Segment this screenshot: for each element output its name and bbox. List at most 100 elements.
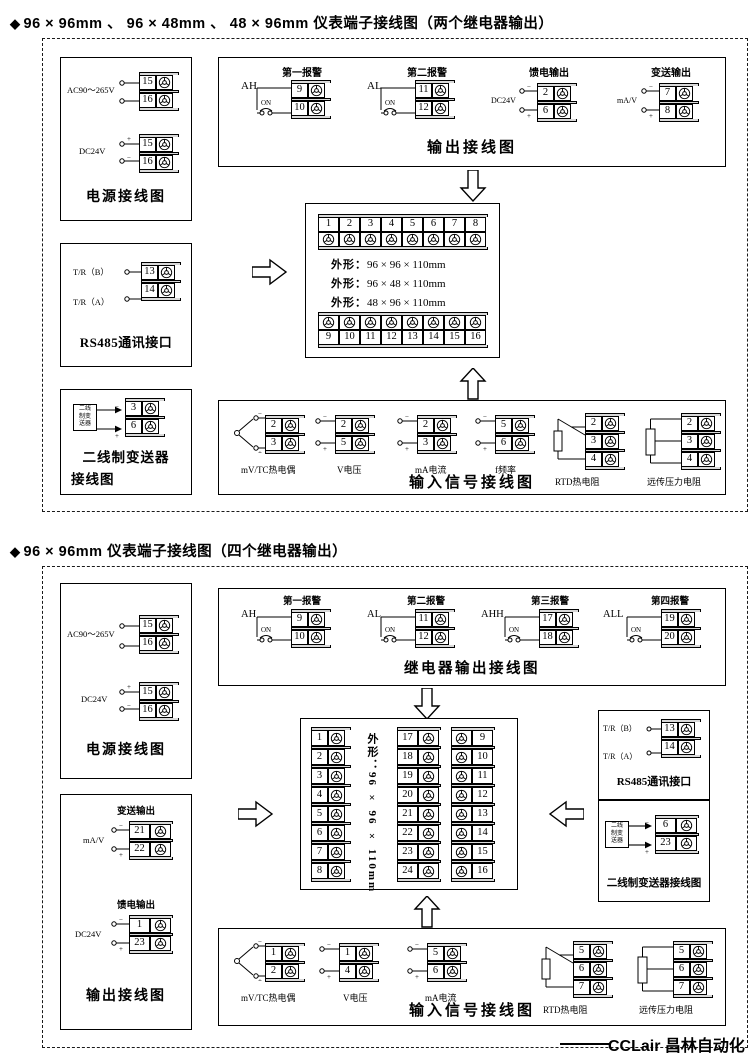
screw-icon: [698, 416, 715, 431]
terminal-number: 14: [141, 283, 158, 298]
screw-icon: [318, 315, 339, 330]
section-2-title: ◆96 × 96mm 仪表端子接线图（四个继电器输出）: [10, 544, 348, 560]
screw-icon: [465, 232, 486, 247]
footer-rule: [560, 1043, 610, 1045]
terminal-number: 6: [423, 217, 444, 232]
terminal-number: 3: [681, 434, 698, 449]
s2-in-rtd-terminals: 5 6 7: [573, 941, 613, 998]
terminal-number: 6: [427, 964, 444, 979]
twowire-line-1: 二线: [78, 406, 91, 412]
s1-dimension-row-2: 外形：48 × 96 × 110mm: [331, 294, 446, 310]
section-2-frame: [42, 566, 748, 1048]
s2-rs485-terminals: 13 14: [661, 719, 701, 758]
s1-out-g0-terminals: 9 10: [291, 80, 331, 119]
s2-in-pressure-terminals: 5 6 7: [673, 941, 713, 998]
terminal-number: 10: [472, 749, 493, 765]
svg-text:ON: ON: [261, 99, 271, 107]
screw-icon: [451, 749, 472, 765]
screw-icon: [432, 612, 449, 627]
dim-value: 48 × 96 × 110mm: [367, 297, 446, 309]
terminal-number: 10: [291, 101, 308, 116]
s1-rs485-terminals: 13 14: [141, 262, 181, 301]
screw-icon: [698, 452, 715, 467]
s2-power-dc-terminals: 15 16: [139, 682, 179, 721]
svg-text:+: +: [527, 112, 531, 118]
s2-dc-wires: + −: [119, 684, 139, 712]
s2-relay-g3-contact: ON: [626, 616, 663, 643]
terminal-number: 1: [339, 946, 356, 961]
svg-text:+: +: [258, 977, 262, 981]
s2-rs485-panel: T/R（B） T/R（A） 13 14 RS485通讯接口: [598, 710, 710, 800]
s2-out-supply-label: DC24V: [75, 929, 102, 939]
terminal-number: 4: [381, 217, 402, 232]
screw-icon: [418, 863, 439, 879]
s2-rs485-wires: [646, 726, 662, 756]
s2-input-block-title: 输入信号接线图: [408, 1003, 535, 1019]
screw-icon: [150, 842, 171, 857]
s1-twowire-device-box: 二线 制变 送器: [73, 404, 97, 431]
screw-icon: [512, 436, 529, 451]
screw-icon: [282, 436, 299, 451]
svg-text:−: −: [127, 702, 131, 710]
dim-value: 96 × 96 × 110mm: [367, 259, 446, 271]
screw-icon: [360, 315, 381, 330]
s2-in-tc-symbol: − +: [234, 941, 268, 981]
terminal-number: 1: [311, 730, 328, 746]
s2-in-ma-terminals: 5 6: [427, 943, 467, 982]
s1-out-g0-heading: 第一报警: [282, 68, 322, 79]
s2-in-g3-name: RTD热电阻: [543, 1005, 588, 1015]
s2-twowire-panel: 二线 制变 送器 − + 6 23 二线制变送器接线图: [598, 800, 710, 902]
screw-icon: [465, 315, 486, 330]
s1-in-f-wires: − +: [475, 415, 495, 451]
screw-icon: [328, 730, 345, 746]
screw-icon: [381, 232, 402, 247]
s1-in-rtd-symbol: [553, 418, 586, 460]
screw-icon: [418, 749, 439, 765]
s1-power-dc-label: DC24V: [79, 146, 106, 156]
s1-rs485-b-label: T/R（B）: [73, 267, 109, 277]
svg-text:ON: ON: [385, 99, 395, 107]
s1-in-rtd-terminals: 2 3 4: [585, 413, 625, 470]
s1-out-g2-heading: 馈电输出: [529, 68, 569, 79]
terminal-number: 5: [311, 806, 328, 822]
screw-icon: [451, 844, 472, 860]
screw-icon: [676, 818, 697, 833]
s2-input-block: − + 1 2 mV/TC热电偶 − +: [218, 928, 726, 1026]
terminal-number: 14: [472, 825, 493, 841]
screw-icon: [356, 946, 373, 961]
screw-icon: [156, 618, 173, 633]
screw-icon: [328, 768, 345, 784]
screw-icon: [328, 749, 345, 765]
s2-arrow-left-to-center: [548, 800, 584, 828]
terminal-number: 15: [444, 330, 465, 345]
s2-output-panel: 变送输出 mA/V − + 21 22 馈电输出 DC24V: [60, 794, 192, 1030]
terminal-number: 20: [397, 787, 418, 803]
terminal-number: 15: [139, 137, 156, 152]
terminal-number: 3: [265, 436, 282, 451]
terminal-number: 5: [573, 944, 590, 959]
s1-twowire-panel: 二线 制变 送器 − + 3 6: [60, 389, 192, 495]
twowire-line-2: 制变: [610, 830, 623, 837]
screw-icon: [156, 685, 173, 700]
terminal-number: 21: [397, 806, 418, 822]
terminal-number: 6: [125, 419, 142, 434]
s2-relay-block-title: 继电器输出接线图: [404, 661, 540, 677]
terminal-number: 8: [465, 217, 486, 232]
terminal-number: 9: [318, 330, 339, 345]
screw-icon: [690, 944, 707, 959]
s2-power-dc-label: DC24V: [81, 694, 108, 704]
s2-out-transmit-heading: 变送输出: [117, 807, 156, 817]
s1-arrow-right-to-center: [252, 258, 288, 286]
s2-arrow-right-to-center: [238, 800, 274, 828]
s2-relay-g2-name: AHH: [481, 609, 504, 620]
screw-icon: [158, 265, 175, 280]
terminal-number: 6: [573, 962, 590, 977]
screw-icon: [339, 232, 360, 247]
screw-icon: [602, 452, 619, 467]
screw-icon: [434, 436, 451, 451]
screw-icon: [418, 844, 439, 860]
s2-twowire-arrows: − +: [629, 819, 652, 855]
terminal-number: 4: [311, 787, 328, 803]
terminal-number: 4: [339, 964, 356, 979]
